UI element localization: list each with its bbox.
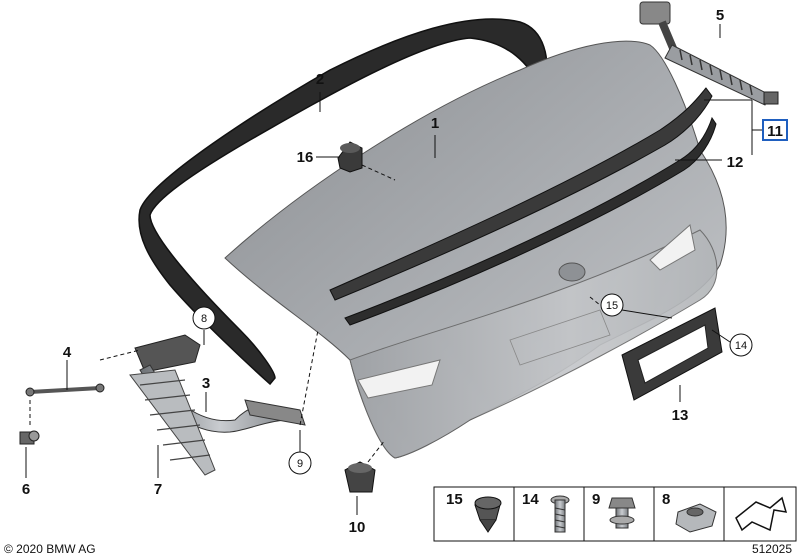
callout-5: 5 [716,7,724,24]
callout-11: 11 [767,123,783,140]
gas-strut [639,1,779,106]
tail-light-recess-right [649,224,696,271]
callout-2: 2 [316,71,324,88]
licence-plate-frame [621,307,723,401]
callout-15-circle [600,293,624,317]
bolt-icon [608,497,636,529]
callout-12: 12 [727,154,744,171]
gasket-seal [138,18,548,386]
plate-area [509,309,611,366]
legend-label-15: 15 [446,491,463,508]
torsion-spring [129,369,216,476]
expanding-nut [344,461,376,493]
trunk-lid-lower-panel [349,229,718,459]
fasteners-legend: 15 14 9 8 [433,486,797,542]
callout-4: 4 [63,344,72,361]
callout-7: 7 [154,481,162,498]
rubber-buffer [337,141,363,173]
callout-13: 13 [672,407,689,424]
badge-emblem [558,262,586,282]
legend-label-9: 9 [592,491,600,508]
screw-icon [550,495,570,533]
copyright-notice: © 2020 BMW AG [4,542,96,556]
callout-11-highlight [762,119,788,141]
rear-spoiler [329,87,713,301]
callout-8: 8 [201,313,207,325]
ball-stud [19,430,40,445]
diagram-code: 512025 [751,542,792,556]
navigation-arrow-icon [735,496,788,532]
support-rod [25,383,105,397]
callout-6: 6 [22,481,30,498]
legend-label-14: 14 [522,491,539,508]
tail-light-recess-left [357,359,441,399]
callout-16: 16 [297,149,314,166]
callout-14: 14 [735,340,747,352]
leader-lines [25,24,762,515]
callout-3: 3 [202,375,210,392]
callout-1: 1 [431,115,439,132]
hex-nut-icon [675,503,717,533]
callout-14-circle [729,333,753,357]
rear-spoiler-lip [344,116,717,326]
callout-9: 9 [297,458,303,470]
legend-label-8: 8 [662,491,670,508]
clip-nut-icon [474,496,502,533]
callout-9-circle [288,451,312,475]
callout-10: 10 [349,519,366,536]
callout-8-circle [192,306,216,330]
callout-15: 15 [606,300,618,312]
